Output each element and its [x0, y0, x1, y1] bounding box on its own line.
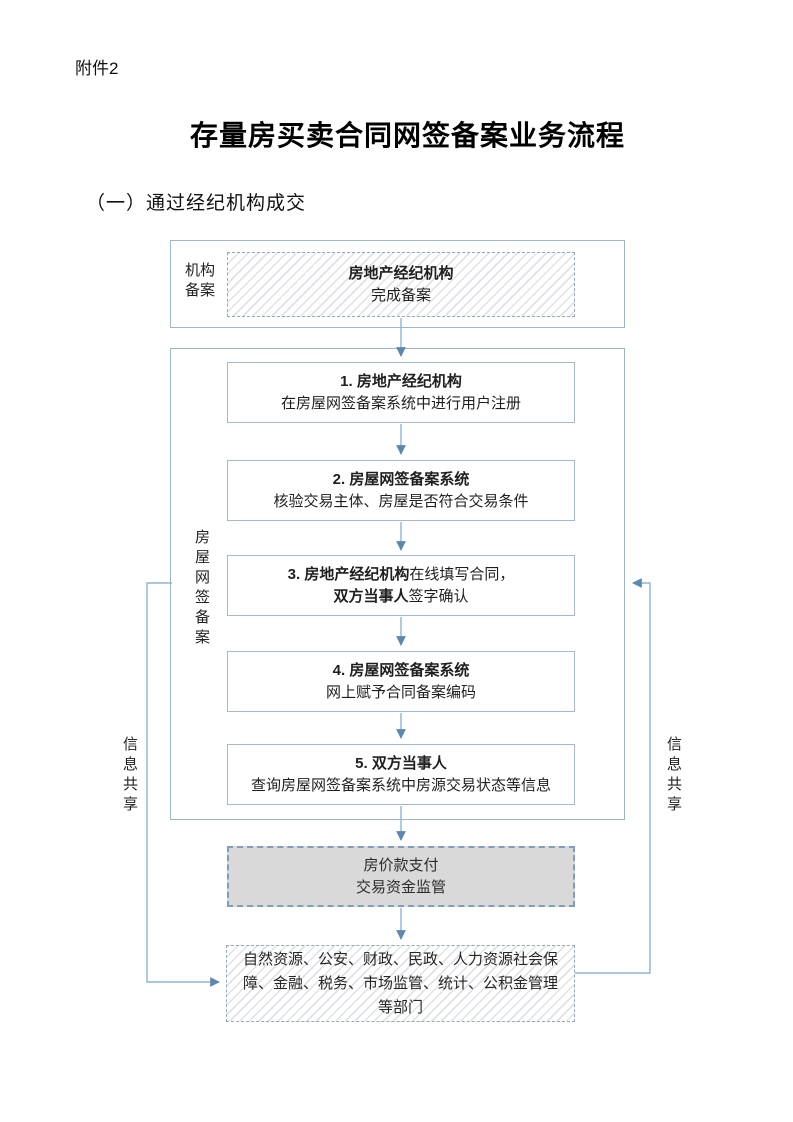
departments-box: 自然资源、公安、财政、民政、人力资源社会保 障、金融、税务、市场监管、统计、公积…: [226, 945, 575, 1022]
departments-line-2: 障、金融、税务、市场监管、统计、公积金管理: [242, 974, 558, 992]
registration-side-label: 机构备案: [184, 262, 215, 299]
step-3-desc-rest: 签字确认: [408, 587, 469, 605]
attachment-label: 附件2: [75, 59, 119, 78]
filing-side-label: 房屋网签备案: [193, 529, 210, 649]
step-2-desc-rest: 核验交易主体、房屋是否符合交易条件: [273, 492, 529, 510]
step-2-title-bold: 2. 房屋网签备案系统: [332, 470, 470, 488]
broker-registration-title: 房地产经纪机构: [348, 264, 454, 282]
step-4-title-bold: 4. 房屋网签备案系统: [332, 661, 470, 679]
step-3-title: 3. 房地产经纪机构在线填写合同，: [288, 564, 515, 586]
flow-step-box-5: 5. 双方当事人 查询房屋网签备案系统中房源交易状态等信息: [227, 744, 575, 805]
step-4-title: 4. 房屋网签备案系统: [333, 660, 470, 682]
departments-line-3: 等部门: [377, 998, 423, 1016]
info-share-label-right: 信息共享: [665, 736, 682, 816]
step-4-desc: 网上赋予合同备案编码: [326, 682, 476, 704]
step-1-title: 1. 房地产经纪机构: [340, 371, 462, 393]
payment-escrow-box: 房价款支付 交易资金监管: [227, 846, 575, 907]
payment-line1: 房价款支付: [363, 856, 439, 874]
flow-step-box-4: 4. 房屋网签备案系统 网上赋予合同备案编码: [227, 651, 575, 712]
step-3-desc-bold: 双方当事人: [333, 587, 409, 605]
step-2-title: 2. 房屋网签备案系统: [333, 469, 470, 491]
flow-step-box-3: 3. 房地产经纪机构在线填写合同， 双方当事人签字确认: [227, 555, 575, 616]
broker-registration-box: 房地产经纪机构 完成备案: [227, 252, 575, 317]
departments-line-1: 自然资源、公安、财政、民政、人力资源社会保: [242, 950, 558, 968]
step-4-desc-rest: 网上赋予合同备案编码: [325, 683, 476, 701]
step-5-desc-rest: 查询房屋网签备案系统中房源交易状态等信息: [250, 776, 551, 794]
step-1-title-bold: 1. 房地产经纪机构: [340, 372, 462, 390]
step-3-title-rest: 在线填写合同，: [409, 565, 515, 583]
broker-registration-text: 完成备案: [370, 286, 431, 304]
step-2-desc: 核验交易主体、房屋是否符合交易条件: [273, 491, 528, 513]
step-5-title: 5. 双方当事人: [355, 753, 447, 775]
step-5-desc: 查询房屋网签备案系统中房源交易状态等信息: [251, 775, 551, 797]
payment-line2: 交易资金监管: [355, 878, 446, 896]
step-1-desc: 在房屋网签备案系统中进行用户注册: [281, 393, 521, 415]
step-3-desc: 双方当事人签字确认: [333, 586, 468, 608]
step-1-desc-rest: 在房屋网签备案系统中进行用户注册: [280, 394, 521, 412]
info-share-label-left: 信息共享: [121, 736, 138, 816]
registration-container: [170, 240, 625, 328]
flow-step-box-1: 1. 房地产经纪机构 在房屋网签备案系统中进行用户注册: [227, 362, 575, 423]
page-title: 存量房买卖合同网签备案业务流程: [189, 120, 625, 151]
section-heading: （一）通过经纪机构成交: [86, 193, 307, 214]
step-3-title-bold: 3. 房地产经纪机构: [287, 565, 410, 583]
step-5-title-bold: 5. 双方当事人: [355, 754, 447, 772]
flow-step-box-2: 2. 房屋网签备案系统 核验交易主体、房屋是否符合交易条件: [227, 460, 575, 521]
